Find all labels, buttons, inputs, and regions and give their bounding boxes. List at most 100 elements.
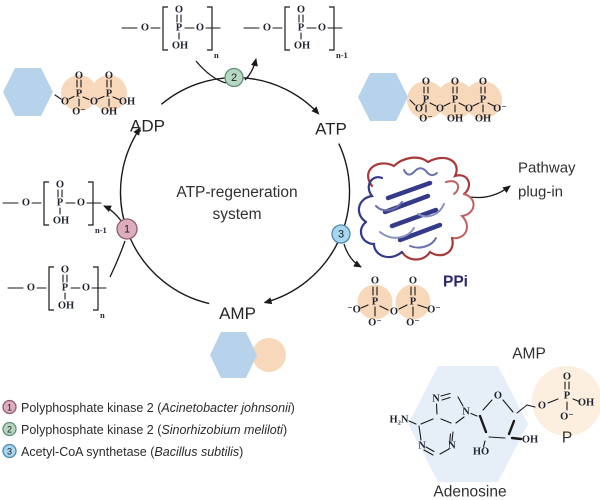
svg-text:O: O xyxy=(105,71,113,82)
arrow-node2-out xyxy=(244,58,258,81)
svg-text:P: P xyxy=(176,23,183,34)
svg-text:N: N xyxy=(448,441,456,452)
svg-text:n: n xyxy=(100,310,105,320)
phosphate-p-label: P xyxy=(562,430,572,447)
pathway-label-line1: Pathway xyxy=(518,160,576,177)
svg-text:O: O xyxy=(390,307,398,318)
amp-detail-label: AMP xyxy=(512,346,546,363)
svg-text:N: N xyxy=(418,441,426,452)
arrow-node2-in xyxy=(195,60,227,84)
arrow-node1-out xyxy=(103,205,123,223)
svg-text:OH: OH xyxy=(119,97,135,108)
svg-text:P: P xyxy=(410,297,417,308)
node-2-circle xyxy=(224,67,244,88)
svg-text:N: N xyxy=(462,407,470,418)
svg-text:N: N xyxy=(432,394,440,405)
adp-phosphate-circle-2 xyxy=(91,75,127,111)
svg-text:⁻O: ⁻O xyxy=(347,305,361,316)
svg-text:O⁻: O⁻ xyxy=(427,305,441,316)
svg-text:O⁻: O⁻ xyxy=(72,107,86,118)
node-2-number: 2 xyxy=(231,72,237,84)
node-3-number: 3 xyxy=(338,229,344,241)
svg-text:n-1: n-1 xyxy=(336,50,348,60)
svg-text:O: O xyxy=(318,23,326,34)
svg-text:O: O xyxy=(196,23,204,34)
phosphate-circle-pale xyxy=(532,366,600,436)
svg-text:P: P xyxy=(76,89,83,100)
svg-text:OH: OH xyxy=(522,435,538,446)
svg-text:O: O xyxy=(75,71,83,82)
svg-text:O: O xyxy=(371,276,379,287)
pathway-label-line2: plug-in xyxy=(518,184,563,201)
svg-text:OH: OH xyxy=(172,41,188,52)
svg-text:O: O xyxy=(563,372,571,383)
svg-text:P: P xyxy=(106,89,113,100)
legend-item-3: Acetyl-CoA synthetase (Bacillus subtilis… xyxy=(21,445,243,459)
svg-text:OH: OH xyxy=(447,114,463,125)
svg-text:P: P xyxy=(480,95,487,106)
svg-text:O: O xyxy=(27,283,35,294)
svg-text:OH: OH xyxy=(578,398,594,409)
arrow-node3-out xyxy=(343,243,362,268)
arrow-node1-in xyxy=(109,240,126,278)
svg-text:n: n xyxy=(214,50,219,60)
enzyme-nodes: 1 2 3 xyxy=(116,67,351,244)
amp-detail-structure: AMP P Adenosine H₂N N N N N O HO OH xyxy=(390,346,600,500)
polyphosphate-n1-top: O P O OH O n-1 xyxy=(243,5,348,60)
amp-molecule xyxy=(210,332,286,378)
svg-text:O: O xyxy=(141,23,149,34)
svg-text:O: O xyxy=(451,77,459,88)
adp-molecule: O P O O⁻ O P O OH OH xyxy=(3,68,135,118)
legend: 1 Polyphosphate kinase 2 (Acinetobacter … xyxy=(2,399,295,459)
ppi-phosphate-circle-1 xyxy=(357,284,393,320)
svg-text:O⁻: O⁻ xyxy=(419,114,433,125)
svg-text:P: P xyxy=(57,198,64,209)
svg-text:HO: HO xyxy=(473,447,489,458)
svg-text:O: O xyxy=(61,265,69,276)
svg-text:O⁻: O⁻ xyxy=(493,104,507,115)
node-3-circle xyxy=(331,224,351,244)
svg-text:P: P xyxy=(372,297,379,308)
center-title-line1: ATP-regeneration xyxy=(176,184,297,201)
svg-text:OH: OH xyxy=(53,216,69,227)
atp-molecule: O P O O⁻ O P O OH O P O OH O⁻ xyxy=(358,73,507,125)
atp-phosphate-circle-2 xyxy=(436,81,474,119)
svg-text:OH: OH xyxy=(101,107,117,118)
adp-adenosine-hexagon xyxy=(3,68,53,116)
polyphosphate-n-left: O P O OH O n xyxy=(7,265,107,320)
arrow-pathway-plugin xyxy=(469,185,511,199)
svg-text:O⁻: O⁻ xyxy=(368,318,382,329)
amp-phosphate-circle xyxy=(252,338,286,372)
svg-text:O: O xyxy=(77,198,85,209)
polyphosphate-n1-left: O P O OH O n-1 xyxy=(2,180,107,235)
adenosine-label: Adenosine xyxy=(433,484,506,500)
legend-item-2: Polyphosphate kinase 2 (Sinorhizobium me… xyxy=(21,423,287,437)
svg-text:OH: OH xyxy=(58,301,74,312)
svg-text:H₂N: H₂N xyxy=(390,415,409,426)
ppi-label: PPi xyxy=(443,274,468,291)
atp-label: ATP xyxy=(315,120,347,139)
legend-node-1-number: 1 xyxy=(7,403,12,413)
svg-text:O⁻: O⁻ xyxy=(560,412,574,423)
legend-item-1: Polyphosphate kinase 2 (Acinetobacter jo… xyxy=(21,401,295,415)
svg-text:O: O xyxy=(409,276,417,287)
node-1-number: 1 xyxy=(124,224,130,236)
svg-text:OH: OH xyxy=(294,41,310,52)
legend-node-3-number: 3 xyxy=(7,447,12,457)
svg-text:O: O xyxy=(90,97,98,108)
svg-text:n-1: n-1 xyxy=(95,225,107,235)
svg-text:P: P xyxy=(423,95,430,106)
svg-text:O: O xyxy=(479,77,487,88)
svg-text:P: P xyxy=(62,283,69,294)
protein-ribbon xyxy=(357,156,475,261)
adp-label: ADP xyxy=(130,117,165,136)
amp-label: AMP xyxy=(219,304,256,323)
adenosine-hexagon-pale xyxy=(408,366,528,482)
svg-text:O: O xyxy=(61,97,69,108)
svg-text:O: O xyxy=(82,283,90,294)
legend-node-1-circle xyxy=(2,399,17,415)
polyphosphate-n-top: O P O OH O n xyxy=(121,5,221,60)
svg-text:O: O xyxy=(422,77,430,88)
